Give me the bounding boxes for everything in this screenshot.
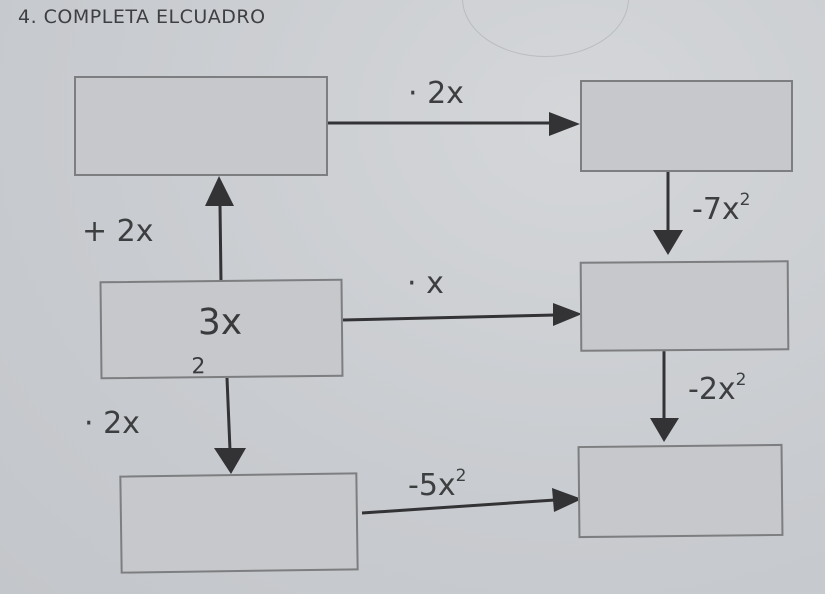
box-middle-left[interactable]: 3x 2 (99, 278, 344, 380)
arrow-top-left-to-top-right (328, 112, 580, 136)
label-plus-2x: + 2x (82, 214, 154, 249)
label-minus-7x2-base: -7x (692, 192, 740, 227)
box-middle-right[interactable] (579, 260, 790, 352)
label-times-2x-top: · 2x (408, 76, 464, 111)
box-bottom-right[interactable] (577, 443, 784, 539)
box-bottom-left[interactable] (119, 472, 359, 574)
box-middle-right-value (582, 284, 787, 285)
label-minus-7x2-exponent: 2 (739, 190, 751, 210)
arrow-middle-right-to-bottom-right (650, 350, 679, 442)
label-times-x: · x (407, 266, 444, 301)
label-minus-7x2: -7x2 (692, 190, 751, 227)
arrow-middle-left-to-top-left (205, 176, 234, 283)
label-minus-5x2-base: -5x (408, 468, 456, 503)
arrow-top-right-to-middle-right (653, 172, 683, 255)
label-minus-5x2-exponent: 2 (455, 466, 467, 486)
box-bottom-right-value (580, 470, 781, 472)
arrow-middle-left-to-middle-right (342, 303, 582, 326)
label-minus-2x2: -2x2 (688, 370, 747, 407)
label-times-2x-bottom: · 2x (84, 406, 140, 441)
box-top-right[interactable] (580, 80, 793, 172)
label-minus-5x2: -5x2 (408, 466, 467, 503)
exercise-title: 4. COMPLETA ELCUADRO (18, 6, 266, 28)
label-minus-2x2-base: -2x (688, 372, 736, 407)
arrow-bottom-left-to-bottom-right (361, 488, 582, 515)
box-middle-left-value: 3x (197, 301, 243, 344)
box-bottom-left-value (122, 500, 356, 503)
arrow-middle-left-to-bottom-left (214, 377, 246, 474)
box-middle-left-subscript: 2 (191, 354, 206, 380)
box-top-left[interactable] (74, 76, 328, 176)
label-minus-2x2-exponent: 2 (735, 370, 747, 390)
